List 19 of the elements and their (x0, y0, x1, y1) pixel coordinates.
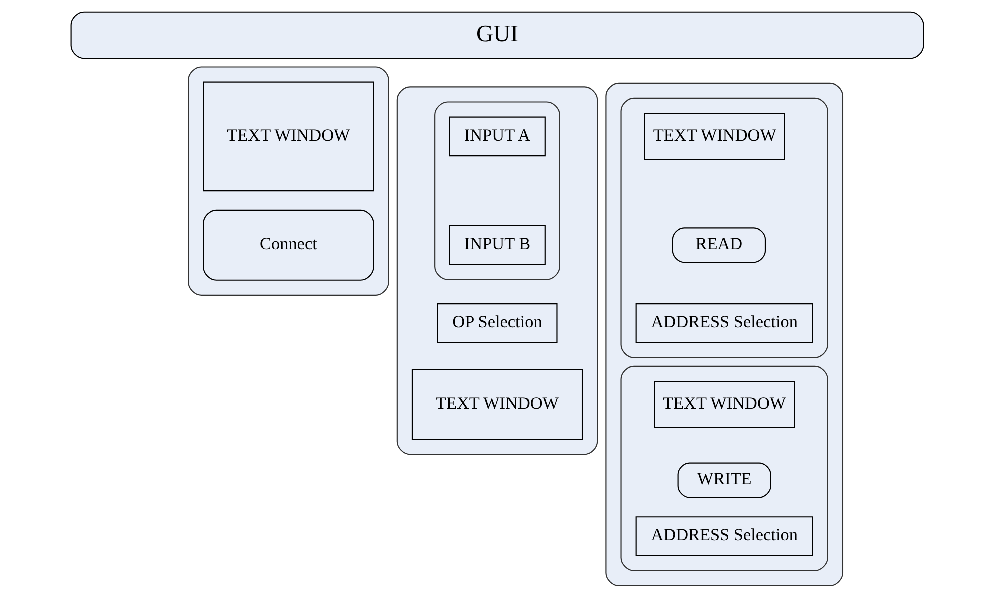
node-box: INPUT B (448, 225, 546, 266)
node-box: READ (672, 228, 766, 264)
cluster (434, 102, 560, 280)
node-box: OP Selection (436, 304, 558, 344)
node-box: GUI (70, 12, 924, 60)
node-box: ADDRESS Selection (635, 516, 813, 556)
cluster (620, 98, 828, 358)
node-box: TEXT WINDOW (654, 381, 795, 428)
node-box: ADDRESS Selection (635, 304, 813, 344)
node-box: Connect (202, 210, 374, 281)
node-box: TEXT WINDOW (644, 113, 785, 160)
cluster (188, 66, 389, 296)
node-box: TEXT WINDOW (411, 369, 583, 440)
cluster (396, 86, 598, 456)
cluster (605, 82, 844, 587)
node-box: TEXT WINDOW (202, 82, 374, 192)
node-box: INPUT A (448, 116, 546, 157)
cluster (620, 366, 828, 572)
node-box: WRITE (677, 462, 771, 498)
